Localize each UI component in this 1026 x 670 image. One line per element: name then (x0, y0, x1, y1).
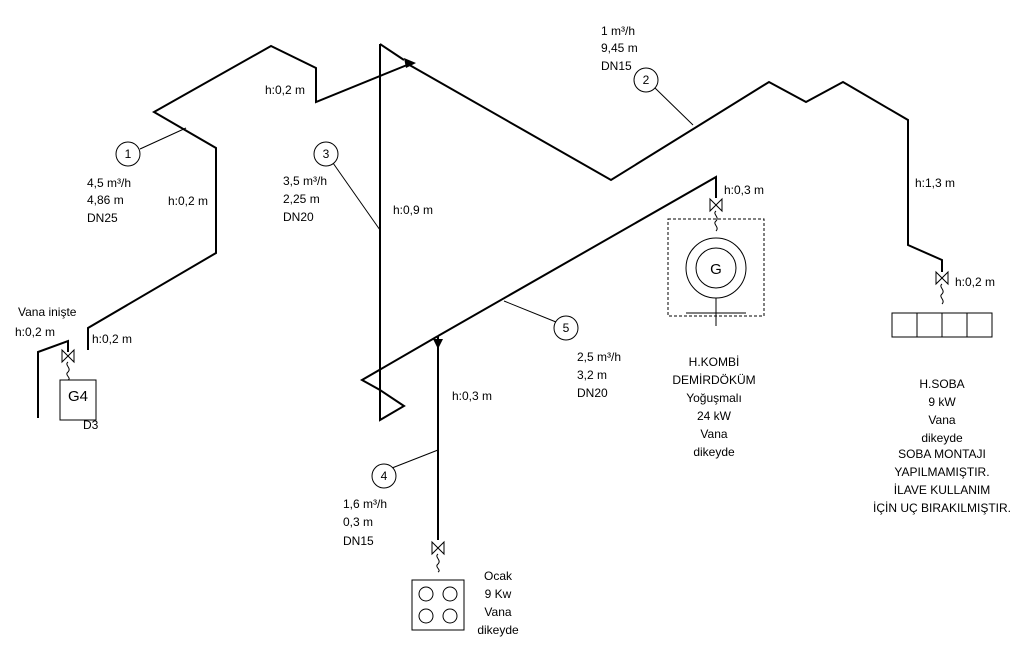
segment-4-length: 0,3 m (343, 515, 373, 529)
soba-label-line: Vana (928, 413, 955, 427)
flow-arrow-icon (433, 339, 443, 349)
height-label: h:1,3 m (915, 176, 955, 190)
segment-5-flow: 2,5 m³/h (577, 350, 621, 364)
kombi-inner-circle (695, 247, 737, 289)
segment-number-5-text: 5 (563, 321, 570, 335)
callout-leader-3 (332, 162, 381, 231)
segment-3-flow: 3,5 m³/h (283, 174, 327, 188)
gas-meter-label: G4 (68, 388, 88, 405)
segment-number-4 (371, 463, 397, 489)
ocak-cooktop (411, 579, 465, 631)
height-label: h:0,2 m (168, 194, 208, 208)
meter-valve-note: Vana inişte (18, 305, 77, 319)
height-label: h:0,3 m (452, 389, 492, 403)
soba-label-line: H.SOBA (919, 377, 964, 391)
segment-1-length: 4,86 m (87, 193, 124, 207)
pipe-segment-2 (405, 62, 943, 272)
kombi-symbol: G (710, 261, 722, 278)
pipe-segment-1 (87, 44, 413, 350)
height-label: h:0,2 m (92, 332, 132, 346)
segment-number-3 (313, 141, 339, 167)
kombi-label-line: dikeyde (693, 445, 735, 459)
segment-2-dn: DN15 (601, 59, 632, 73)
segment-1-dn: DN25 (87, 211, 118, 225)
segment-number-5 (553, 315, 579, 341)
height-label: h:0,2 m (265, 83, 305, 97)
gas-meter (59, 379, 97, 421)
segment-4-dn: DN15 (343, 534, 374, 548)
segment-number-2-text: 2 (643, 73, 650, 87)
segment-number-1 (115, 141, 141, 167)
soba-label-line: 9 kW (928, 395, 956, 409)
flow-arrow-icon (404, 58, 416, 68)
soba-label-line: SOBA MONTAJI (898, 447, 986, 461)
soba-label-line: İÇİN UÇ BIRAKILMIŞTIR. (873, 501, 1011, 515)
segment-number-2 (633, 67, 659, 93)
segment-5-dn: DN20 (577, 386, 608, 400)
segment-3-length: 2,25 m (283, 192, 320, 206)
segment-3-dn: DN20 (283, 210, 314, 224)
segment-5-length: 3,2 m (577, 368, 607, 382)
ocak-label-line: Ocak (484, 569, 513, 583)
segment-2-flow: 1 m³/h (601, 24, 635, 38)
height-label: h:0,2 m (955, 275, 995, 289)
segment-number-3-text: 3 (323, 147, 330, 161)
ocak-label-line: Vana (484, 605, 511, 619)
height-label: h:0,3 m (724, 183, 764, 197)
pipe-segment-5 (437, 175, 717, 337)
kombi-label-line: H.KOMBİ (689, 355, 740, 369)
ocak-label-line: dikeyde (477, 623, 519, 637)
valve-icon (709, 197, 723, 232)
callout-leader-5 (503, 300, 557, 323)
callout-leader-2 (654, 87, 694, 126)
valve-icon (61, 348, 75, 381)
gas-meter-sublabel: D3 (83, 418, 99, 432)
segment-1-flow: 4,5 m³/h (87, 176, 131, 190)
callout-leader-4 (391, 449, 439, 469)
valve-icon (935, 270, 949, 305)
kombi-label-line: Yoğuşmalı (686, 391, 742, 405)
callout-leader-1 (139, 127, 187, 150)
soba-label-line: dikeyde (921, 431, 963, 445)
pipe-segment-3 (359, 43, 439, 422)
height-label: h:0,2 m (15, 325, 55, 339)
ocak-label-line: 9 Kw (485, 587, 512, 601)
kombi-label-line: 24 kW (697, 409, 732, 423)
kombi-label-line: Vana (700, 427, 727, 441)
kombi-label-line: DEMİRDÖKÜM (672, 373, 755, 387)
segment-number-1-text: 1 (125, 147, 132, 161)
soba-label-line: İLAVE KULLANIM (894, 483, 990, 497)
height-label: h:0,9 m (393, 203, 433, 217)
pipe-meter-inlet (37, 339, 69, 418)
soba-label-line: YAPILMAMIŞTIR. (894, 465, 989, 479)
segment-number-4-text: 4 (381, 469, 388, 483)
segment-2-length: 9,45 m (601, 41, 638, 55)
soba-heater (891, 312, 993, 338)
valve-icon (431, 540, 445, 573)
segment-4-flow: 1,6 m³/h (343, 497, 387, 511)
